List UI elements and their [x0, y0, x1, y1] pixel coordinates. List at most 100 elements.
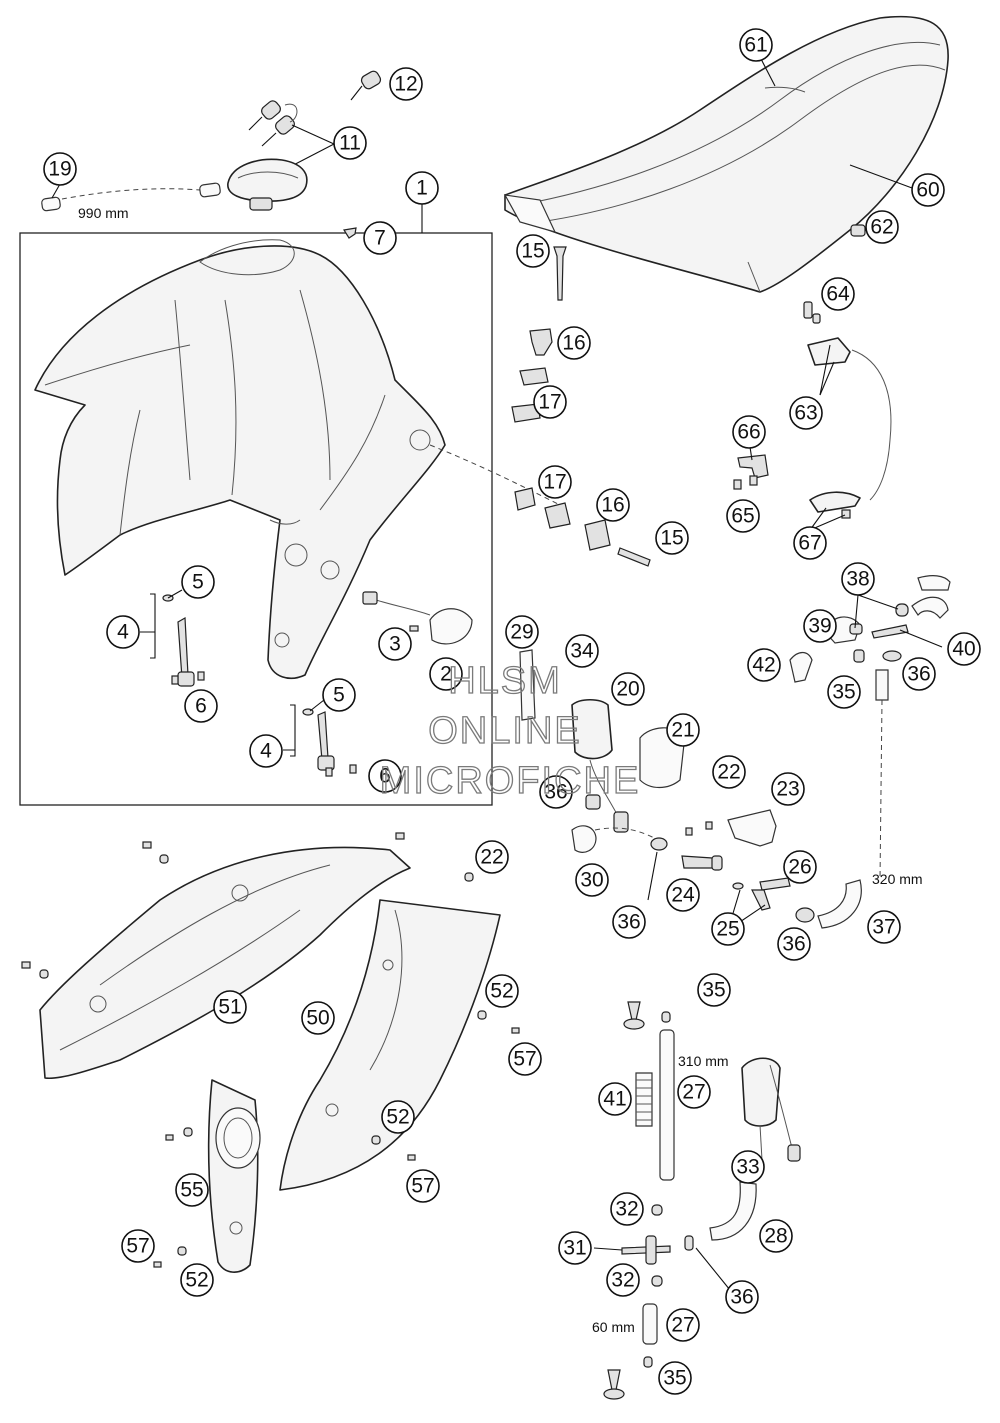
svg-text:6: 6 [195, 695, 207, 718]
callout-22: 22 [712, 755, 746, 789]
svg-text:1: 1 [416, 177, 428, 200]
lower-fuel-line [603, 1001, 801, 1400]
svg-text:5: 5 [192, 571, 204, 594]
svg-text:17: 17 [538, 391, 561, 414]
callout-7: 7 [363, 221, 397, 255]
svg-text:ONLINE: ONLINE [428, 710, 581, 752]
keys [248, 70, 382, 147]
svg-text:40: 40 [952, 638, 975, 661]
svg-text:27: 27 [671, 1314, 694, 1337]
callout-5: 5 [181, 565, 215, 599]
callout-12: 12 [389, 67, 423, 101]
seat [503, 15, 949, 293]
breather-hose [41, 182, 221, 212]
svg-text:52: 52 [490, 980, 513, 1003]
svg-text:11: 11 [339, 132, 361, 155]
svg-text:12: 12 [394, 73, 417, 96]
svg-text:35: 35 [832, 681, 855, 704]
side-cover-55 [207, 1079, 261, 1273]
svg-text:19: 19 [48, 158, 71, 181]
callout-35: 35 [827, 675, 861, 709]
svg-text:25: 25 [716, 918, 739, 941]
dim-990mm: 990 mm [78, 205, 129, 221]
svg-text:63: 63 [794, 402, 817, 425]
svg-text:23: 23 [776, 778, 799, 801]
callout-34: 34 [565, 634, 599, 668]
callout-36: 36 [902, 657, 936, 691]
level-sensor [362, 591, 473, 645]
svg-text:66: 66 [737, 421, 760, 444]
svg-text:67: 67 [798, 532, 821, 555]
svg-text:52: 52 [386, 1106, 409, 1129]
tank-screw [343, 227, 357, 239]
callout-37: 37 [867, 910, 901, 944]
svg-text:36: 36 [617, 911, 640, 934]
svg-text:65: 65 [731, 505, 754, 528]
svg-text:39: 39 [808, 615, 831, 638]
fuel-tap-left [162, 594, 205, 687]
hose-clamp [795, 907, 815, 923]
callout-24: 24 [666, 878, 700, 912]
svg-text:15: 15 [521, 240, 544, 263]
callout-41: 41 [598, 1082, 632, 1116]
callout-11: 11 [333, 126, 367, 160]
svg-text:MICROFICHE: MICROFICHE [380, 760, 641, 802]
callout-36e: 36 [725, 1280, 759, 1314]
callout-36c: 36 [612, 905, 646, 939]
callout-15b: 15 [655, 521, 689, 555]
svg-text:33: 33 [736, 1156, 759, 1179]
seat-nut [850, 224, 866, 237]
callout-66: 66 [732, 415, 766, 449]
callout-57: 57 [508, 1042, 542, 1076]
callout-27: 27 [677, 1075, 711, 1109]
callout-64: 64 [821, 277, 855, 311]
callout-52: 52 [485, 974, 519, 1008]
callout-35c: 35 [658, 1361, 692, 1395]
svg-text:2: 2 [440, 663, 452, 686]
callout-40: 40 [947, 632, 981, 666]
callout-29: 29 [505, 615, 539, 649]
callout-67: 67 [793, 526, 827, 560]
callout-26: 26 [783, 850, 817, 884]
svg-text:57: 57 [411, 1175, 434, 1198]
callout-20: 20 [611, 672, 645, 706]
callout-62: 62 [865, 210, 899, 244]
svg-text:4: 4 [117, 621, 129, 644]
svg-text:62: 62 [870, 216, 893, 239]
callout-17b: 17 [538, 465, 572, 499]
svg-text:61: 61 [744, 34, 767, 57]
hose-320 [817, 669, 889, 929]
fuel-fittings [681, 855, 791, 911]
svg-text:20: 20 [616, 678, 639, 701]
callout-28: 28 [759, 1219, 793, 1253]
mount-hardware-side [514, 487, 651, 567]
svg-text:17: 17 [543, 471, 566, 494]
callout-17: 17 [533, 385, 567, 419]
callout-4: 4 [106, 615, 140, 649]
svg-text:22: 22 [480, 846, 503, 869]
callout-30: 30 [575, 863, 609, 897]
svg-text:32: 32 [615, 1198, 638, 1221]
svg-text:51: 51 [218, 996, 241, 1019]
callout-36d: 36 [777, 927, 811, 961]
small-bracket [733, 454, 769, 490]
svg-text:36: 36 [782, 933, 805, 956]
svg-text:29: 29 [510, 621, 533, 644]
svg-text:27: 27 [682, 1081, 705, 1104]
svg-text:36: 36 [544, 781, 567, 804]
callout-52c: 52 [180, 1263, 214, 1297]
svg-text:35: 35 [702, 979, 725, 1002]
svg-text:64: 64 [826, 283, 850, 306]
svg-text:22: 22 [717, 761, 740, 784]
callout-32b: 32 [606, 1263, 640, 1297]
callout-33: 33 [731, 1150, 765, 1184]
callout-65: 65 [726, 499, 760, 533]
svg-text:15: 15 [660, 527, 683, 550]
callout-38: 38 [841, 562, 875, 596]
callout-1: 1 [405, 171, 439, 205]
svg-text:35: 35 [663, 1367, 686, 1390]
svg-text:42: 42 [752, 654, 775, 677]
svg-text:28: 28 [764, 1225, 787, 1248]
dim-320mm: 320 mm [872, 871, 923, 887]
